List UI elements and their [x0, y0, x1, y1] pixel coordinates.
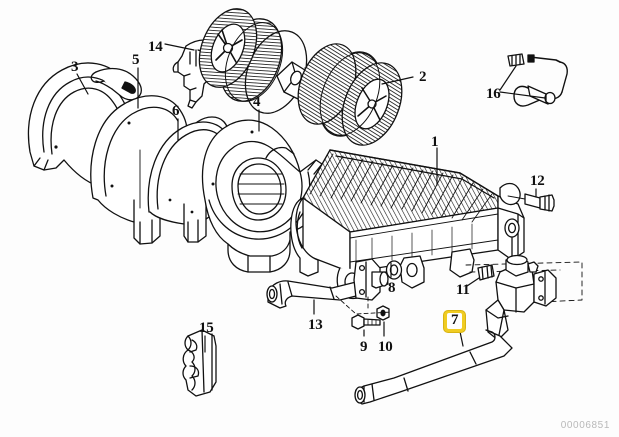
part-blower-wheel: [198, 8, 403, 146]
callout-13[interactable]: 13: [308, 317, 323, 333]
part-cable-clamp: [182, 329, 217, 397]
callout-12[interactable]: 12: [530, 173, 545, 189]
callout-7-highlighted[interactable]: 7: [443, 310, 467, 333]
callout-3[interactable]: 3: [71, 59, 79, 75]
callout-15[interactable]: 15: [199, 320, 214, 336]
part-blower-housing: [201, 119, 323, 273]
leader-14: [164, 43, 195, 51]
part-retaining-clip: [477, 264, 495, 281]
callout-10[interactable]: 10: [378, 339, 393, 355]
part-hex-nut: [376, 305, 390, 321]
callout-5[interactable]: 5: [132, 52, 140, 68]
callout-14[interactable]: 14: [148, 39, 163, 55]
callout-9[interactable]: 9: [360, 339, 368, 355]
leader-2: [381, 76, 414, 85]
callout-4[interactable]: 4: [253, 94, 261, 110]
callout-8[interactable]: 8: [388, 280, 396, 296]
part-water-valve-hose: [354, 254, 557, 405]
leader-11: [466, 277, 480, 287]
callout-11[interactable]: 11: [456, 282, 470, 298]
callout-16[interactable]: 16: [486, 86, 501, 102]
diagram-watermark: 00006851: [560, 420, 610, 431]
part-water-hose: [266, 258, 389, 309]
leader-16a: [499, 65, 517, 91]
callout-6[interactable]: 6: [172, 103, 180, 119]
part-hex-bolt: [351, 314, 381, 330]
part-heater-core: [290, 149, 583, 305]
leader-16b: [499, 91, 546, 99]
callout-2[interactable]: 2: [419, 69, 427, 85]
part-seal-ring: [385, 260, 403, 280]
leader-3: [76, 73, 89, 95]
callout-1[interactable]: 1: [431, 134, 439, 150]
part-temperature-sensor: [507, 53, 568, 107]
callout-7-label: 7: [447, 313, 463, 329]
